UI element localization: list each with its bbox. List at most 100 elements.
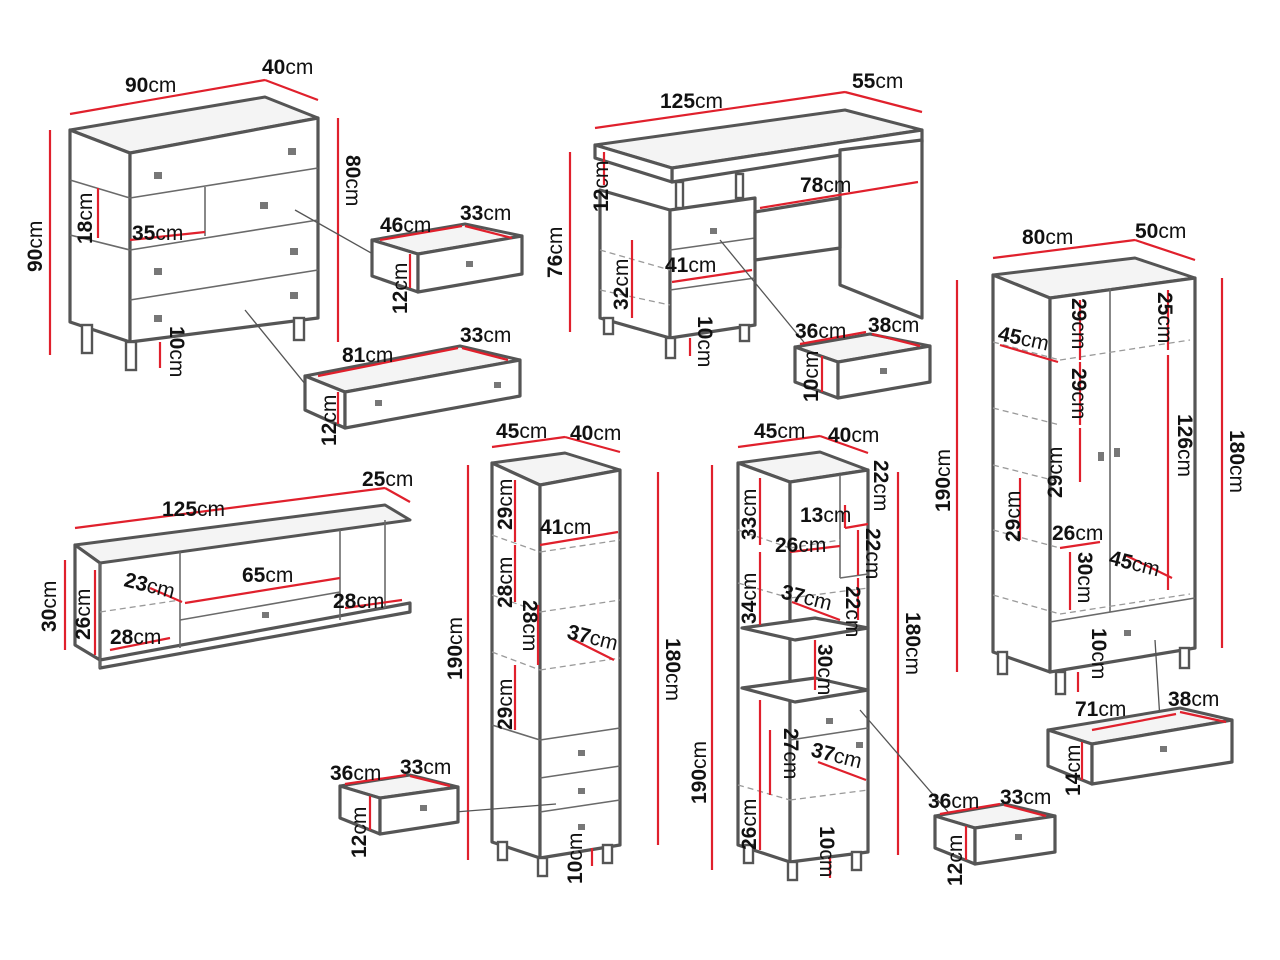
wardrobe-height-left-label: 190cm [932,449,955,512]
bookcase-height-right-label: 180cm [661,638,684,701]
wardrobe-hanging-height-label: 126cm [1173,414,1196,477]
bookcase-gap-4-label: 29cm [494,679,517,730]
desk-shelf-top-label: 12cm [590,161,613,212]
desk-drawer-width-label: 36cm [795,320,846,343]
wardrobe-depth-label: 50cm [1135,220,1186,243]
shelf-unit-left-gap-2-label: 34cm [738,573,761,624]
shelf-unit-left-gap-4-label: 26cm [738,799,761,850]
desk-cabinet-height-label: 32cm [610,259,633,310]
wardrobe-drawer-width-label: 71cm [1075,698,1126,721]
desk-leg [664,336,677,360]
desk-drawer-height-label: 10cm [800,351,823,402]
large-drawer-width-label: 81cm [342,344,393,367]
drawer-handle-icon [288,148,296,155]
shelf-unit [710,434,956,882]
wardrobe [955,238,1224,721]
bookcase-drawer-depth-label: 33cm [400,756,451,779]
desk-cabinet-front [668,196,757,340]
desk-modesty-panel [753,196,842,262]
desk-post [674,180,685,210]
door-handle-icon [1098,452,1104,461]
dresser-leg-label: 10cm [165,326,188,377]
shelf-unit-front [788,468,870,864]
drawer-handle-icon [578,750,585,756]
wardrobe-leg [1054,670,1067,696]
desk-post [734,172,745,200]
large-drawer-depth-label: 33cm [460,324,511,347]
wardrobe-gap-1-label: 29cm [1067,298,1090,349]
desk-leg-label: 10cm [693,316,716,367]
tv-stand-dimension-labels: 125cm 25cm 30cm 26cm 23cm 65cm 28cm 28cm [38,468,413,649]
drawer-handle-icon [1124,630,1131,636]
drawer-handle-icon [578,824,585,830]
wardrobe-width-label: 80cm [1022,226,1073,249]
drawer-handle-icon [466,261,473,267]
shelf-unit-depth-label: 40cm [828,424,879,447]
dresser-leg [80,323,94,355]
dresser-depth-label: 40cm [262,56,313,79]
drawer-handle-icon [290,292,298,299]
desk-top-side [593,143,674,184]
bookcase-gap-3-label: 28cm [518,600,541,651]
wardrobe-drawer-depth-label: 38cm [1168,688,1219,711]
wardrobe-inner-height-label: 30cm [1073,552,1096,603]
bookcase-shelf-depth-label: 41cm [540,516,591,539]
dresser-niche-height-label: 18cm [74,193,97,244]
dresser-dimension-labels: 90cm 40cm 90cm 80cm 18cm 35cm 10cm [24,56,364,377]
wardrobe-drawer: 71cm 38cm 14cm [1046,688,1234,796]
tv-stand-top [73,503,412,565]
dresser-height-right-label: 80cm [341,155,364,206]
shelf-unit-shelf-depth-2-label: 37cm [779,581,834,616]
desk-dimension-labels: 125cm 55cm 76cm 12cm 78cm 41cm 32cm 10cm [544,70,903,367]
dresser-small-drawer: 46cm 33cm 12cm [370,202,524,314]
desk [568,90,924,360]
drawer-handle-icon [494,382,501,388]
shelf-unit-left-gap-3-label: 27cm [779,728,802,779]
drawer-handle-icon [578,788,585,794]
wardrobe-drawer-height-label: 14cm [1062,745,1085,796]
bookcase-drawer: 36cm 33cm 12cm [330,756,460,858]
shelf-unit-dimension-labels: 45cm 40cm 190cm 180cm 33cm 34cm 27cm 26c… [688,420,924,877]
bookcase-leg [601,843,614,865]
dresser-niche-width-label: 35cm [132,222,183,245]
bookcase-leg-label: 10cm [564,833,587,884]
dresser-front [128,116,320,344]
drawer-front [343,358,522,430]
wardrobe-front [1048,276,1197,674]
bookcase-drawer-width-label: 36cm [330,762,381,785]
drawer-handle-icon [154,172,162,179]
bookcase-height-left-label: 190cm [444,617,467,680]
small-drawer-width-label: 46cm [380,214,431,237]
wardrobe-inner-depth-label: 26cm [1052,522,1103,545]
shelf-unit-height-right-label: 180cm [901,612,924,675]
desk-leg [738,323,751,343]
shelf-unit-leg [850,850,863,872]
bookcase-gap-2-label: 28cm [494,557,517,608]
drawer-handle-icon [826,718,833,724]
wardrobe-gap-4-label: 29cm [1002,491,1025,542]
tv-stand-left-depth-label: 28cm [110,626,161,649]
bookcase-leg [536,856,549,878]
tv-stand-width-label: 125cm [162,498,225,521]
shelf-unit-left-gap-1-label: 33cm [738,489,761,540]
tv-stand [63,486,412,670]
shelf-unit-right-gap-4-label: 30cm [813,644,836,695]
wardrobe-gap-2-label: 29cm [1067,368,1090,419]
drawer-handle-icon [154,315,162,322]
wardrobe-rail-gap-label: 25cm [1153,292,1176,343]
door-handle-icon [1114,448,1120,457]
dresser-leg [124,340,138,372]
shelf-unit-drawer-depth-label: 33cm [1000,786,1051,809]
wardrobe-leg [1178,646,1191,670]
shelf-unit-leg-label: 10cm [815,826,838,877]
drawer-handle-icon [375,400,382,406]
shelf-unit-leg [742,843,755,865]
bookcase-depth-label: 40cm [570,422,621,445]
shelf-unit-drawer-height-label: 12cm [944,835,967,886]
large-drawer-height-label: 12cm [318,395,341,446]
dresser-height-left-label: 90cm [24,221,47,272]
dresser [48,78,381,391]
desk-width-label: 125cm [660,90,723,113]
shelf-unit-height-left-label: 190cm [688,741,711,804]
drawer-handle-icon [1160,746,1167,752]
